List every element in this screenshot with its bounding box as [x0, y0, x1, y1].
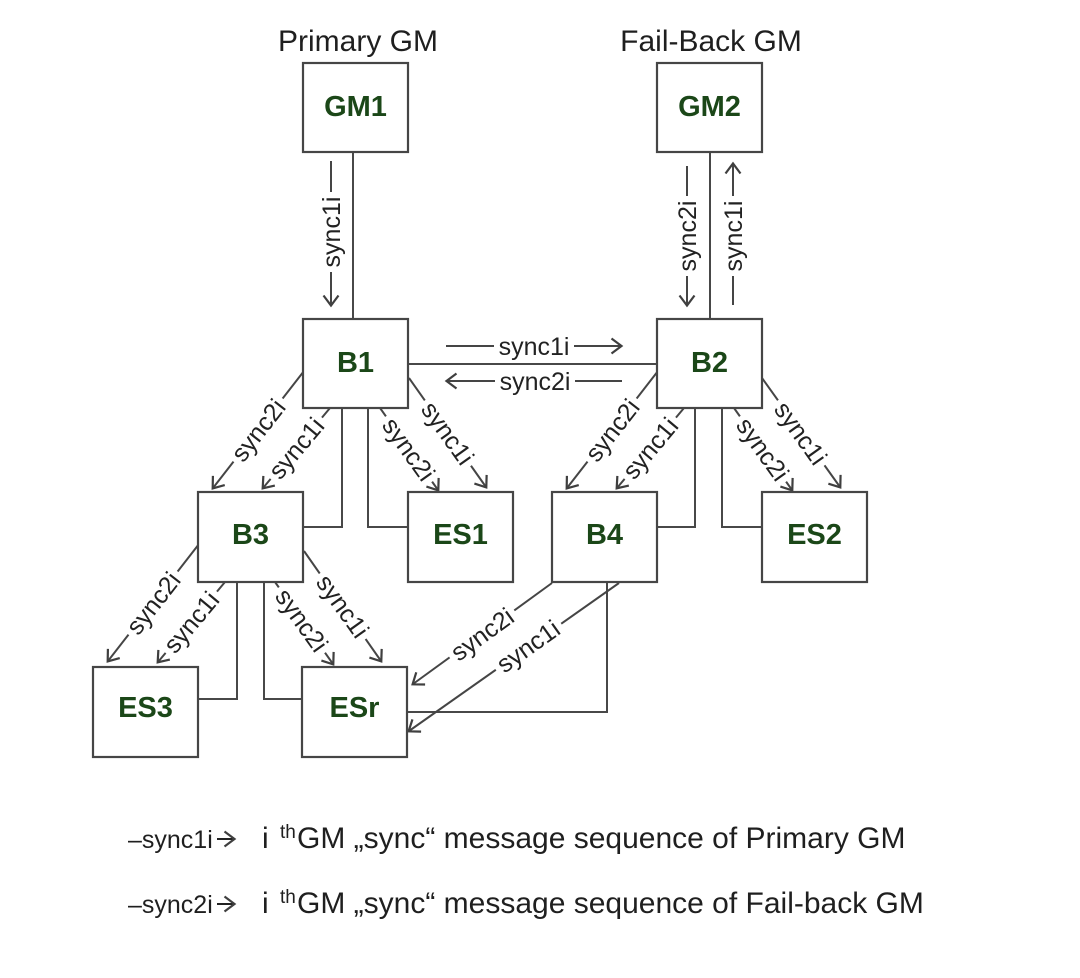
svg-text:B4: B4 [586, 519, 623, 551]
svg-text:GM1: GM1 [324, 91, 387, 123]
svg-text:B3: B3 [232, 519, 269, 551]
svg-text:th: th [280, 887, 296, 908]
svg-text:Fail-Back GM: Fail-Back GM [620, 25, 802, 58]
svg-text:th: th [280, 822, 296, 843]
svg-text:ES1: ES1 [433, 519, 488, 551]
svg-text:–sync1i: –sync1i [128, 826, 213, 854]
svg-text:GM „sync“ message sequence of: GM „sync“ message sequence of Fail-back … [297, 887, 924, 920]
svg-text:GM2: GM2 [678, 91, 741, 123]
svg-text:sync1i: sync1i [499, 333, 570, 361]
svg-text:ES2: ES2 [787, 519, 842, 551]
svg-text:sync2i: sync2i [674, 201, 702, 272]
svg-text:GM „sync“ message sequence of: GM „sync“ message sequence of Primary GM [297, 822, 906, 855]
svg-text:sync2i: sync2i [500, 368, 571, 396]
svg-text:–sync2i: –sync2i [128, 891, 213, 919]
svg-text:ESr: ESr [330, 692, 380, 724]
svg-text:Primary GM: Primary GM [278, 25, 438, 58]
svg-text:sync1i: sync1i [720, 201, 748, 272]
svg-text:i: i [262, 887, 269, 920]
svg-text:sync1i: sync1i [318, 197, 346, 268]
svg-text:B2: B2 [691, 347, 728, 379]
svg-text:B1: B1 [337, 347, 374, 379]
svg-text:ES3: ES3 [118, 692, 173, 724]
svg-text:i: i [262, 822, 269, 855]
